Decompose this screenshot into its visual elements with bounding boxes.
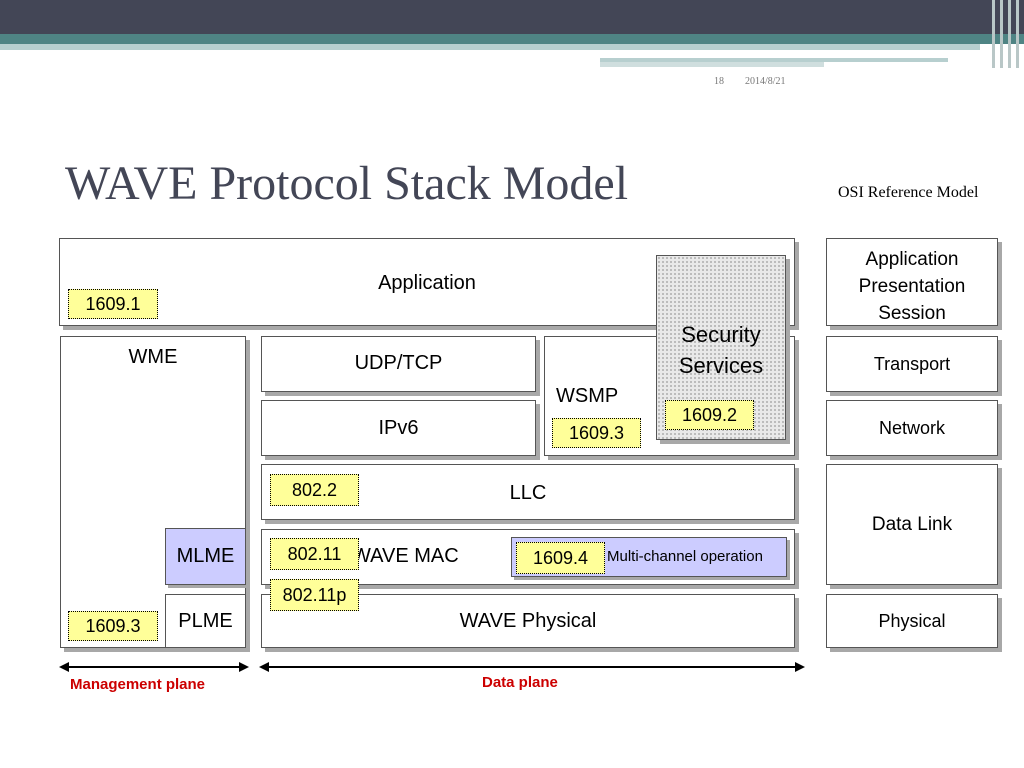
header-accent-line	[600, 58, 948, 62]
tag-802-11: 802.11	[270, 538, 359, 570]
tag-1609-3-wsmp: 1609.3	[552, 418, 641, 448]
security-services-label: Security Services	[678, 322, 764, 378]
udp-tcp-box	[261, 336, 536, 392]
header-accent-line	[600, 62, 824, 67]
udp-tcp-label: UDP/TCP	[354, 352, 443, 374]
osi-physical-label: Physical	[878, 610, 946, 631]
header-vertical-line	[1016, 0, 1019, 68]
plane-arrows	[59, 662, 805, 672]
wave-mac-label: WAVE MAC	[352, 545, 459, 567]
slide-title: WAVE Protocol Stack Model	[65, 157, 629, 210]
tag-1609-4: 1609.4	[516, 542, 605, 574]
slide-date: 2014/8/21	[745, 76, 786, 87]
mlme-box	[165, 528, 246, 585]
header-vertical-line	[1000, 0, 1003, 68]
wsmp-label: WSMP	[556, 385, 619, 407]
data-plane-arrow	[259, 662, 805, 672]
header-bar	[0, 0, 1024, 34]
llc-label: LLC	[509, 482, 547, 504]
header-vertical-line	[992, 0, 995, 68]
osi-physical-box: Physical	[826, 594, 998, 648]
header-accent-stripe-light	[0, 44, 980, 50]
osi-upper-layers-label: Application Presentation Session	[858, 248, 966, 324]
osi-transport-label: Transport	[873, 353, 951, 374]
tag-802-11p: 802.11p	[270, 579, 359, 611]
ipv6-label: IPv6	[378, 417, 419, 439]
data-plane-label: Data plane	[482, 674, 558, 691]
management-plane-arrow	[59, 662, 249, 672]
wme-label: WME	[128, 346, 178, 368]
osi-upper-layers-box: Application Presentation Session	[826, 238, 998, 326]
tag-802-2: 802.2	[270, 474, 359, 506]
header-accent-stripe	[0, 34, 1024, 44]
wave-physical-label: WAVE Physical	[459, 610, 597, 632]
osi-caption: OSI Reference Model	[838, 184, 979, 201]
tag-1609-3-management: 1609.3	[68, 611, 158, 641]
plme-label: PLME	[178, 610, 233, 632]
mlme-label: MLME	[176, 545, 235, 567]
osi-network-label: Network	[878, 417, 945, 438]
osi-network-box: Network	[826, 400, 998, 456]
ipv6-box	[261, 400, 536, 456]
plme-box	[165, 594, 246, 648]
osi-data-link-label: Data Link	[871, 513, 953, 535]
osi-data-link-box: Data Link	[826, 464, 998, 585]
application-label: Application	[378, 272, 476, 294]
osi-transport-box: Transport	[826, 336, 998, 392]
slide-number: 18	[714, 76, 724, 87]
multichannel-operation-label: Multi-channel operation	[607, 548, 763, 565]
tag-1609-1: 1609.1	[68, 289, 158, 319]
tag-1609-2: 1609.2	[665, 400, 754, 430]
header-vertical-line	[1008, 0, 1011, 68]
management-plane-label: Management plane	[70, 676, 206, 693]
